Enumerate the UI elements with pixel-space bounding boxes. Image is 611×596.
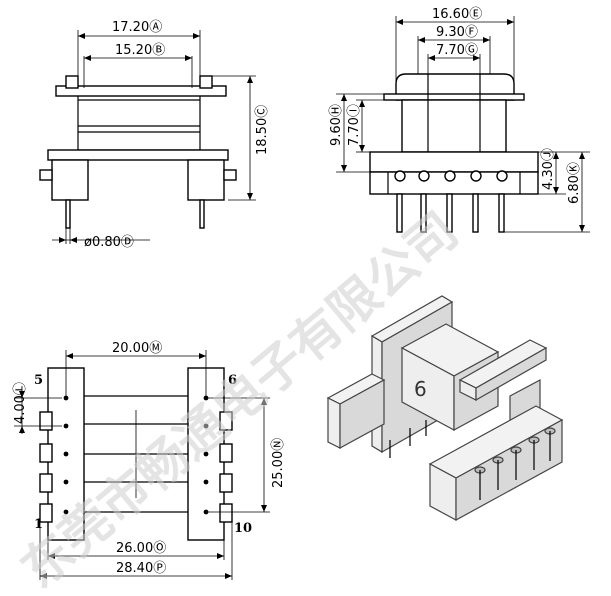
pin-label-6: 6 xyxy=(228,373,237,388)
dim-n: 25.00Ⓝ xyxy=(271,438,286,488)
pin-label-1: 1 xyxy=(34,517,43,532)
dim-o: 26.00Ⓞ xyxy=(116,541,166,556)
front-view: 17.20Ⓐ 15.20Ⓑ 18.50Ⓒ ø0.80Ⓓ xyxy=(39,20,270,250)
dim-a: 17.20Ⓐ xyxy=(112,20,162,35)
dim-b: 15.20Ⓑ xyxy=(115,43,165,58)
dim-m: 20.00Ⓜ xyxy=(112,341,162,356)
iso-label: 6 xyxy=(414,377,427,401)
dim-l: 4.00Ⓛ xyxy=(13,382,28,424)
dim-e: 16.60Ⓔ xyxy=(432,7,482,22)
dim-i: 7.70Ⓘ xyxy=(347,104,362,146)
dim-g: 7.70Ⓖ xyxy=(436,43,478,58)
dim-k: 6.80Ⓚ xyxy=(567,162,582,204)
pin-label-10: 10 xyxy=(234,521,252,536)
pin-label-5: 5 xyxy=(34,373,43,388)
side-view: 16.60Ⓔ 9.30Ⓕ 7.70Ⓖ 9.60Ⓗ 7.70Ⓘ 4.30Ⓙ xyxy=(329,7,590,233)
bottom-view: 5 6 1 10 20.00Ⓜ 4.00Ⓛ 25.00Ⓝ 26.00Ⓞ 28 xyxy=(13,341,286,580)
dim-h: 9.60Ⓗ xyxy=(329,104,344,146)
dim-d: ø0.80Ⓓ xyxy=(84,235,134,250)
dim-f: 9.30Ⓕ xyxy=(436,25,478,40)
isometric-view: 6 xyxy=(326,295,564,522)
dim-j: 4.30Ⓙ xyxy=(541,148,556,190)
dim-p: 28.40Ⓟ xyxy=(116,561,166,576)
dim-c: 18.50Ⓒ xyxy=(255,105,270,155)
